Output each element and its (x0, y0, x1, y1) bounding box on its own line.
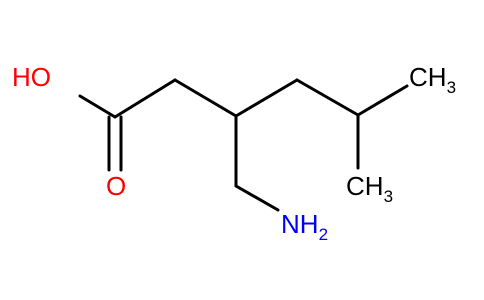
bond-c4-c5 (295, 78, 360, 117)
carbonyl-oxygen-label: O (106, 171, 126, 201)
bond-c2-c3 (173, 78, 238, 118)
methyl-bottom-label: CH3 (346, 171, 393, 206)
bond-c3-c4 (234, 78, 299, 118)
carbon-skeleton (78, 78, 409, 212)
carbonyl-double-bond (107, 115, 123, 172)
bond-c1-oh (78, 94, 117, 119)
bond-ch2-nh2 (234, 184, 280, 212)
methyl-top-label: CH3 (409, 62, 456, 97)
amine-label: NH2 (281, 209, 328, 244)
bond-c5-methyl-top (356, 84, 409, 117)
bond-c1-c2 (113, 78, 177, 119)
hydroxyl-label: HO (12, 62, 51, 92)
